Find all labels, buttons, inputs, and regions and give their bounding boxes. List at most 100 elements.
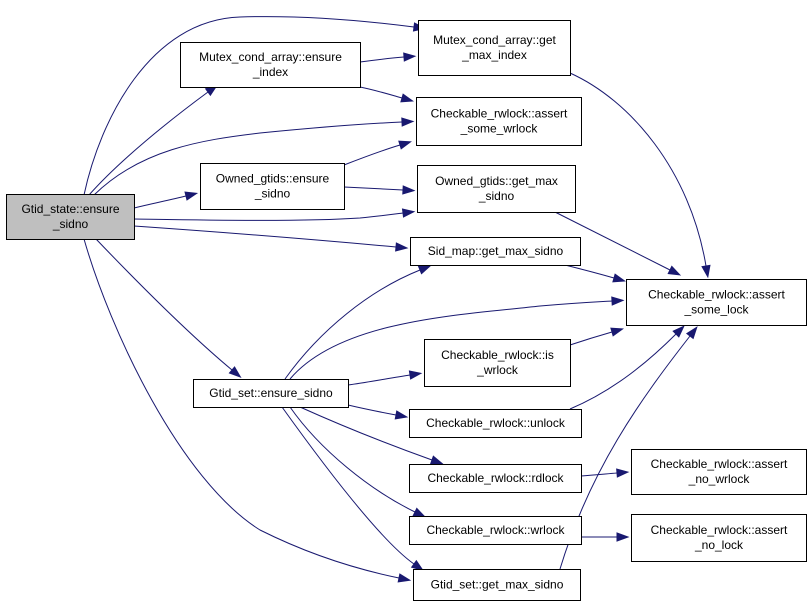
node-checkable-rwlock-wrlock[interactable]: Checkable_rwlock::wrlock bbox=[409, 516, 582, 545]
node-label: Checkable_rwlock::assert bbox=[651, 523, 788, 537]
node-sid-map-get-max-sidno[interactable]: Sid_map::get_max_sidno bbox=[410, 237, 581, 266]
edge-checkable_rwlock_wrlock-to-checkable_rwlock_assert_no_lock bbox=[581, 532, 630, 542]
node-label: _no_lock bbox=[694, 538, 744, 552]
arrowhead bbox=[408, 370, 423, 380]
edge-gtid_set_ensure_sidno-to-checkable_rwlock_unlock bbox=[347, 404, 409, 420]
node-checkable-rwlock-rdlock[interactable]: Checkable_rwlock::rdlock bbox=[409, 464, 582, 493]
node-checkable-rwlock-assert-no-lock[interactable]: Checkable_rwlock::assert_no_lock bbox=[631, 514, 807, 562]
node-box bbox=[193, 379, 349, 408]
edge-line bbox=[347, 404, 397, 416]
edge-gtid_state_ensure_sidno-to-owned_gtids_get_max_sidno bbox=[133, 208, 416, 221]
edge-line bbox=[284, 269, 421, 380]
edge-line bbox=[569, 333, 677, 410]
node-box bbox=[409, 464, 582, 493]
node-box bbox=[418, 20, 571, 76]
edge-line bbox=[299, 406, 433, 461]
edge-checkable_rwlock_rdlock-to-checkable_rwlock_assert_no_wrlock bbox=[580, 468, 630, 478]
edge-gtid_set_ensure_sidno-to-gtid_set_get_max_sidno bbox=[281, 406, 425, 572]
edge-mutex_cond_array_ensure_index-to-mutex_cond_array_get_max_index bbox=[359, 52, 417, 63]
node-label: Owned_gtids::get_max bbox=[435, 174, 558, 188]
arrowhead bbox=[398, 140, 412, 150]
node-checkable-rwlock-assert-some-lock[interactable]: Checkable_rwlock::assert_some_lock bbox=[626, 279, 807, 326]
arrowhead bbox=[410, 559, 425, 572]
node-label: Gtid_set::ensure_sidno bbox=[209, 386, 333, 400]
node-checkable-rwlock-is-wrlock[interactable]: Checkable_rwlock::is_wrlock bbox=[424, 339, 571, 387]
node-label: _index bbox=[252, 65, 288, 79]
arrowhead bbox=[701, 264, 711, 279]
node-box bbox=[200, 163, 345, 210]
arrowhead bbox=[397, 573, 412, 583]
edge-line bbox=[281, 406, 415, 565]
edge-line bbox=[343, 144, 401, 166]
edge-line bbox=[569, 331, 613, 346]
edge-sid_map_get_max_sidno-to-checkable_rwlock_assert_some_lock bbox=[564, 264, 626, 283]
arrowhead bbox=[395, 242, 409, 252]
edge-line bbox=[359, 56, 405, 63]
node-box bbox=[409, 409, 582, 438]
node-gtid-set-get-max-sidno[interactable]: Gtid_set::get_max_sidno bbox=[413, 569, 581, 601]
edge-line bbox=[88, 91, 209, 196]
edge-line bbox=[564, 264, 615, 279]
edge-line bbox=[580, 472, 618, 477]
edge-line bbox=[83, 238, 400, 579]
arrowhead bbox=[672, 325, 685, 338]
arrowhead bbox=[610, 327, 624, 337]
node-box bbox=[6, 194, 135, 240]
node-label: Mutex_cond_array::ensure bbox=[199, 50, 342, 64]
edge-line bbox=[343, 186, 404, 191]
edge-mutex_cond_array_get_max_index-to-checkable_rwlock_assert_some_lock bbox=[569, 72, 711, 279]
node-box bbox=[424, 339, 571, 387]
edge-gtid_set_ensure_sidno-to-sid_map_get_max_sidno bbox=[284, 265, 432, 380]
edge-gtid_state_ensure_sidno-to-gtid_set_get_max_sidno bbox=[83, 238, 412, 583]
node-label: Mutex_cond_array::get bbox=[433, 33, 556, 47]
arrowhead bbox=[184, 191, 199, 201]
node-label: Checkable_rwlock::rdlock bbox=[427, 471, 564, 485]
node-label: _no_wrlock bbox=[688, 472, 751, 486]
node-label: _some_wrlock bbox=[460, 122, 539, 136]
edge-line bbox=[133, 225, 397, 248]
node-box bbox=[180, 42, 361, 88]
arrowhead bbox=[616, 532, 630, 542]
node-label: Checkable_rwlock::assert bbox=[431, 107, 568, 121]
edge-line bbox=[93, 121, 403, 196]
edge-gtid_set_ensure_sidno-to-checkable_rwlock_assert_some_lock bbox=[289, 296, 625, 380]
edge-owned_gtids_get_max_sidno-to-checkable_rwlock_assert_some_lock bbox=[554, 211, 682, 276]
node-box bbox=[413, 569, 581, 601]
arrowhead bbox=[685, 326, 698, 340]
node-gtid-set-ensure-sidno[interactable]: Gtid_set::ensure_sidno bbox=[193, 379, 349, 408]
edge-line bbox=[95, 238, 233, 371]
node-label: Checkable_rwlock::is bbox=[441, 348, 554, 362]
node-label: Checkable_rwlock::wrlock bbox=[426, 523, 565, 537]
edge-checkable_rwlock_unlock-to-checkable_rwlock_assert_some_lock bbox=[569, 325, 685, 410]
node-owned-gtids-ensure-sidno[interactable]: Owned_gtids::ensure_sidno bbox=[200, 163, 345, 210]
edge-line bbox=[83, 16, 415, 196]
arrowhead bbox=[667, 265, 682, 276]
arrowhead bbox=[228, 366, 242, 378]
edge-line bbox=[359, 86, 403, 99]
node-label: _max_index bbox=[461, 48, 527, 62]
node-gtid-state-ensure-sidno[interactable]: Gtid_state::ensure_sidno bbox=[6, 194, 135, 240]
edge-line bbox=[289, 406, 416, 513]
edge-line bbox=[347, 374, 411, 386]
node-mutex-cond-array-get-max-index[interactable]: Mutex_cond_array::get_max_index bbox=[418, 20, 571, 76]
node-mutex-cond-array-ensure-index[interactable]: Mutex_cond_array::ensure_index bbox=[180, 42, 361, 88]
edge-mutex_cond_array_ensure_index-to-checkable_rwlock_assert_some_wrlock bbox=[359, 86, 414, 103]
arrowhead bbox=[403, 52, 417, 62]
node-checkable-rwlock-unlock[interactable]: Checkable_rwlock::unlock bbox=[409, 409, 582, 438]
node-box bbox=[626, 279, 807, 326]
node-checkable-rwlock-assert-no-wrlock[interactable]: Checkable_rwlock::assert_no_wrlock bbox=[631, 449, 807, 495]
edge-gtid_set_ensure_sidno-to-checkable_rwlock_rdlock bbox=[299, 406, 444, 465]
node-box bbox=[410, 237, 581, 266]
node-checkable-rwlock-assert-some-wrlock[interactable]: Checkable_rwlock::assert_some_wrlock bbox=[416, 97, 582, 146]
edge-gtid_state_ensure_sidno-to-sid_map_get_max_sidno bbox=[133, 225, 409, 252]
edges-layer bbox=[83, 16, 711, 583]
node-label: Checkable_rwlock::assert bbox=[651, 457, 788, 471]
edge-gtid_state_ensure_sidno-to-mutex_cond_array_ensure_index bbox=[88, 84, 219, 196]
node-box bbox=[631, 514, 807, 562]
node-owned-gtids-get-max-sidno[interactable]: Owned_gtids::get_max_sidno bbox=[417, 165, 576, 213]
arrowhead bbox=[401, 208, 416, 218]
edge-gtid_set_ensure_sidno-to-checkable_rwlock_wrlock bbox=[289, 406, 427, 518]
arrowhead bbox=[394, 410, 409, 420]
arrowhead bbox=[402, 185, 416, 195]
